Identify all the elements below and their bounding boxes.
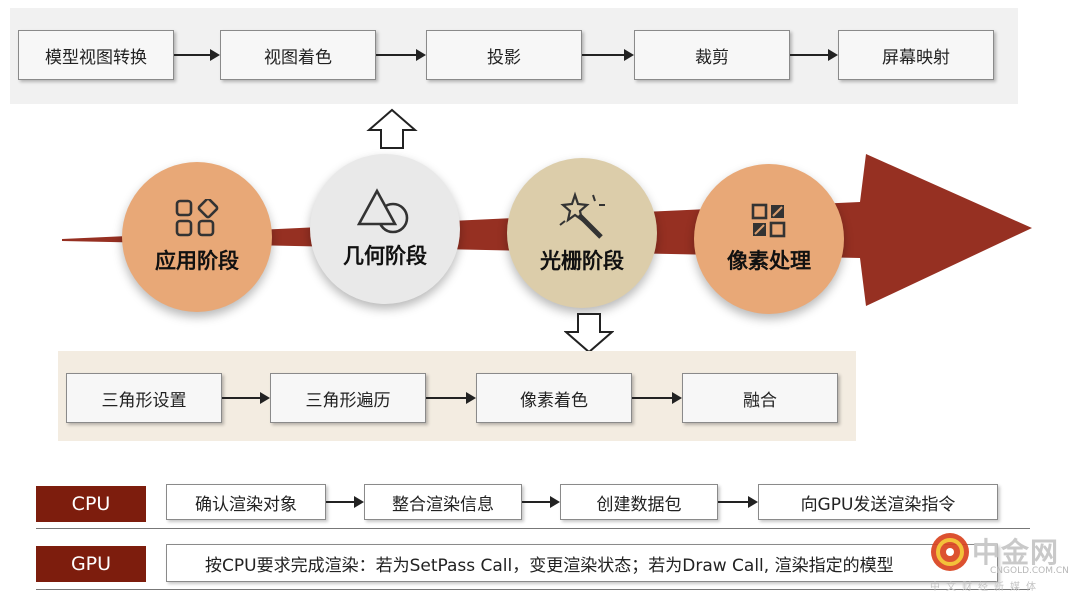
connector-arrow — [522, 496, 560, 508]
cpu-step-integrate-info: 整合渲染信息 — [364, 484, 522, 520]
connector-arrow — [326, 496, 364, 508]
up-outline-arrow-icon — [366, 108, 418, 149]
connector-arrow — [174, 49, 220, 61]
watermark-tagline: 中文财经新媒体 — [930, 582, 1042, 593]
down-outline-arrow-icon — [564, 313, 614, 354]
connector-arrow — [790, 49, 838, 61]
cpu-step-create-packet: 创建数据包 — [560, 484, 718, 520]
raster-step-pixel-shading: 像素着色 — [476, 373, 632, 423]
cpu-step-send-commands: 向GPU发送渲染指令 — [758, 484, 998, 520]
connector-arrow — [632, 392, 682, 404]
connector-arrow — [376, 49, 426, 61]
divider — [36, 528, 1030, 529]
connector-arrow — [582, 49, 634, 61]
watermark-name: 中金网 — [972, 536, 1060, 569]
gpu-label: GPU — [36, 546, 146, 582]
geometry-step-vertex-shading: 视图着色 — [220, 30, 376, 80]
connector-arrow — [426, 392, 476, 404]
stage-pixel-processing: 像素处理 — [694, 164, 844, 314]
watermark-logo-icon — [931, 533, 969, 571]
triangle-circle-icon — [357, 188, 409, 234]
cpu-step-determine-objects: 确认渲染对象 — [166, 484, 326, 520]
watermark-domain: CNGOLD.COM.CN — [990, 566, 1069, 576]
shapes-icon — [175, 199, 219, 237]
raster-step-blending: 融合 — [682, 373, 838, 423]
geometry-step-clipping: 裁剪 — [634, 30, 790, 80]
geometry-step-screen-mapping: 屏幕映射 — [838, 30, 994, 80]
divider — [36, 589, 1030, 590]
geometry-step-model-view: 模型视图转换 — [18, 30, 174, 80]
magic-wand-icon — [559, 191, 605, 239]
stage-rasterization: 光栅阶段 — [507, 158, 657, 308]
raster-step-triangle-traversal: 三角形遍历 — [270, 373, 426, 423]
connector-arrow — [222, 392, 270, 404]
connector-arrow — [718, 496, 758, 508]
raster-step-triangle-setup: 三角形设置 — [66, 373, 222, 423]
gpu-description-box: 按CPU要求完成渲染：若为SetPass Call，变更渲染状态；若为Draw … — [166, 544, 998, 582]
stage-geometry: 几何阶段 — [310, 154, 460, 304]
cpu-label: CPU — [36, 486, 146, 522]
stage-application: 应用阶段 — [122, 162, 272, 312]
pixel-grid-icon — [751, 203, 786, 238]
geometry-step-projection: 投影 — [426, 30, 582, 80]
